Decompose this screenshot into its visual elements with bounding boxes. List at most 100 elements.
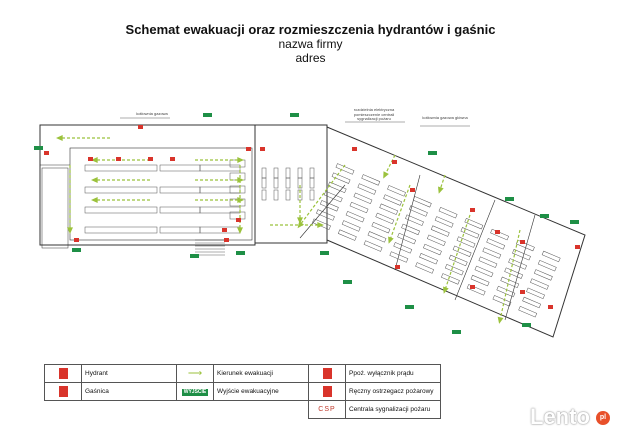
shelf-unit [371, 221, 391, 234]
shelf-unit [273, 167, 279, 179]
fire-equipment-marker [224, 238, 229, 242]
arrow-head [388, 236, 394, 244]
exit-sign [452, 330, 461, 334]
shelf-unit [434, 216, 454, 228]
shelf-unit [273, 189, 279, 201]
arrow-head [317, 222, 324, 228]
fire-equipment-marker [520, 290, 525, 294]
fire-equipment-marker [88, 157, 93, 161]
exit-sign [320, 251, 329, 255]
arrow-head [91, 177, 98, 183]
fire-equipment-marker [74, 238, 79, 242]
evacuation-arrow [439, 174, 446, 191]
shelf-unit [470, 274, 490, 287]
arrow-head [237, 197, 244, 203]
fire-equipment-marker [44, 151, 49, 155]
fire-equipment-marker [236, 218, 241, 222]
power-switch-icon [322, 368, 332, 379]
fire-equipment-marker [520, 240, 525, 244]
legend-call-point-label: Ręczny ostrzegacz pożarowy [345, 382, 441, 401]
shelf-unit [518, 306, 538, 318]
callout-electrical-room: rozdzielnia elektryczna pomieszczenie ce… [353, 107, 395, 121]
arrow-head [67, 227, 73, 234]
legend-hydrant-label: Hydrant [81, 364, 177, 383]
csp-code: CSP [318, 406, 336, 413]
exit-sign-icon: WYJŚCIE [181, 388, 209, 396]
hydrant-icon [58, 368, 68, 379]
watermark-brand: Lento [530, 404, 590, 429]
exit-sign [522, 323, 531, 327]
shelf-unit [159, 206, 201, 214]
exit-sign [290, 113, 299, 117]
shelf-unit [397, 232, 417, 245]
shelf-unit [379, 203, 399, 215]
exit-sign [190, 254, 199, 258]
shelf-unit [393, 242, 413, 254]
arrow-head [91, 157, 98, 163]
arrow-head [297, 221, 304, 229]
shelf-unit [460, 227, 480, 239]
extinguisher-icon [58, 386, 68, 397]
shelf-unit [490, 228, 510, 241]
arrow-head [56, 135, 63, 141]
shelf-unit [345, 211, 365, 223]
shelf-unit [335, 163, 355, 175]
shelf-unit [478, 256, 498, 268]
shelf-unit [405, 214, 424, 226]
fire-equipment-marker [410, 188, 415, 192]
shelf-unit [415, 262, 435, 274]
callout-main-boiler-room: kotłownia gazowa główna [422, 115, 468, 120]
exit-sign [540, 214, 549, 218]
shelf-unit [331, 172, 351, 184]
exit-sign [428, 151, 437, 155]
arrow-head [383, 171, 389, 179]
arrow-head [497, 316, 504, 324]
shelf-unit [341, 220, 361, 232]
fire-equipment-marker [222, 228, 227, 232]
checkout [229, 185, 246, 194]
shelf-unit [323, 190, 343, 203]
shelf-unit [512, 249, 531, 261]
legend-exit-label: Wyjście ewakuacyjne [213, 382, 309, 401]
stairs [195, 239, 225, 256]
shelf-unit [361, 174, 381, 186]
shelf-unit [273, 177, 279, 189]
exit-sign [343, 280, 352, 284]
shelf-unit [389, 251, 409, 263]
watermark-suffix: pl [596, 411, 611, 426]
shelf-unit [408, 205, 428, 217]
shelf-unit [309, 189, 315, 201]
shelf-unit [444, 263, 464, 276]
shelf-unit [261, 177, 267, 189]
shelf-unit [464, 217, 484, 230]
evacuation-arrow [444, 214, 471, 291]
fire-equipment-marker [470, 208, 475, 212]
shelf-unit [349, 201, 369, 214]
fire-equipment-marker [548, 305, 553, 309]
shelf-unit [367, 231, 387, 243]
fire-equipment-marker [148, 157, 153, 161]
legend-evac-direction-label: Kierunek ewakuacji [213, 364, 309, 383]
shelf-unit [387, 185, 406, 197]
fire-equipment-marker [246, 147, 251, 151]
exit-sign [34, 146, 43, 150]
fire-equipment-marker [260, 147, 265, 151]
shelf-unit [363, 240, 383, 252]
shelf-unit [309, 167, 315, 179]
fire-equipment-marker [116, 157, 121, 161]
shelf-unit [159, 186, 201, 194]
fire-alarm-call-point-icon [322, 386, 332, 397]
shelf-unit [500, 276, 520, 289]
shelf-unit [353, 192, 373, 204]
shelf-unit [84, 206, 158, 214]
arrow-head [438, 186, 444, 194]
shelf-unit [285, 177, 291, 189]
shelf-unit [383, 194, 403, 206]
evacuation-arrow [384, 154, 396, 176]
arrow-head [443, 286, 449, 294]
fire-equipment-marker [170, 157, 175, 161]
exit-sign [72, 248, 81, 252]
evacuation-arrow [499, 229, 521, 321]
shelf-unit [84, 186, 158, 194]
shelf-unit [537, 259, 557, 272]
